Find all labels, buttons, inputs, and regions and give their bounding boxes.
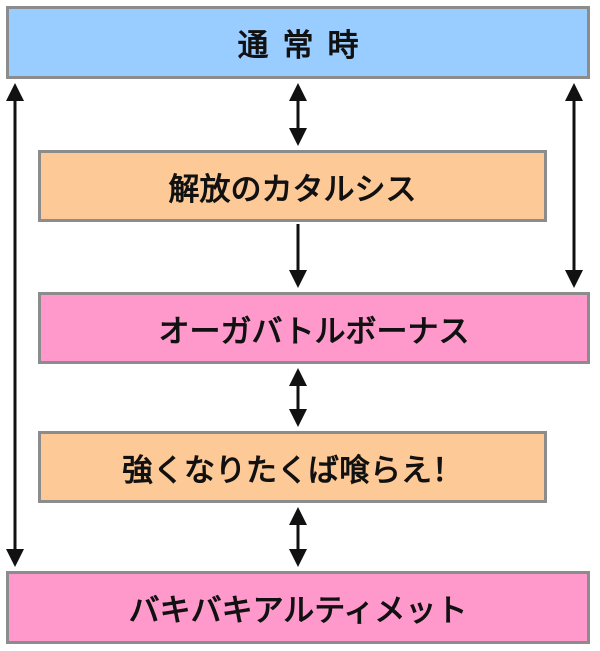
node-catharsis: 解放のカタルシス: [38, 150, 547, 222]
node-ogre-battle-bonus: オーガバトルボーナス: [38, 292, 590, 364]
node-tsuyoku: 強くなりたくば喰らえ！: [38, 431, 547, 503]
node-normal: 通常時: [6, 6, 590, 79]
node-normal-label: 通常時: [237, 28, 373, 64]
node-tsuyoku-label: 強くなりたくば喰らえ！: [122, 452, 463, 489]
node-ultimate: バキバキアルティメット: [6, 571, 590, 644]
node-ogre-battle-bonus-label: オーガバトルボーナス: [158, 313, 470, 350]
node-ultimate-label: バキバキアルティメット: [128, 593, 468, 629]
node-catharsis-label: 解放のカタルシス: [168, 171, 417, 208]
